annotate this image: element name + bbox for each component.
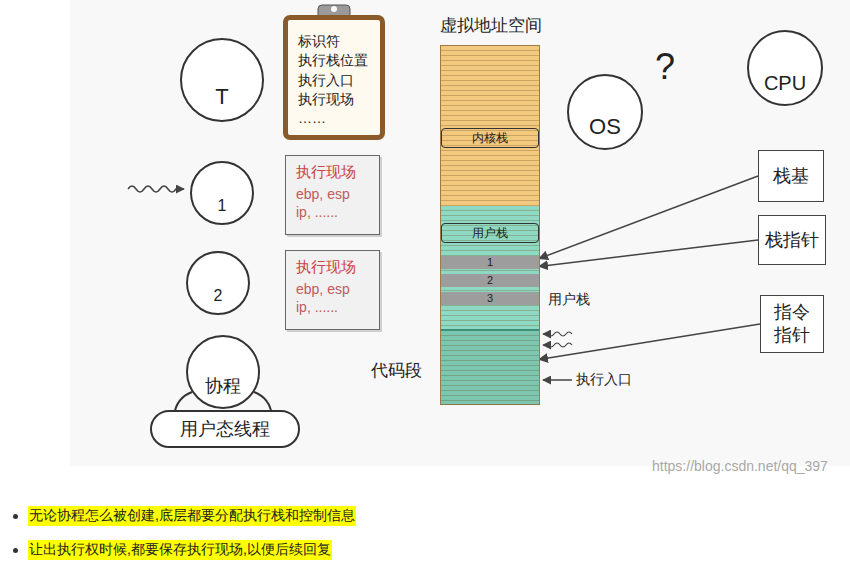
question-mark: ? bbox=[655, 46, 675, 88]
node-text: 栈基 bbox=[773, 164, 809, 188]
list-item: 执行现场 bbox=[298, 90, 354, 109]
node-text: 内核栈 bbox=[472, 130, 508, 147]
node-text: OS bbox=[589, 114, 621, 140]
register-box: 栈基 bbox=[758, 150, 824, 202]
node-text: T bbox=[215, 84, 228, 110]
node-text: 1 bbox=[218, 197, 227, 215]
coroutine-face: 协程 bbox=[186, 335, 260, 409]
bullet-text: 无论协程怎么被创建,底层都要分配执行栈和控制信息 bbox=[28, 506, 356, 526]
bullet-dot bbox=[13, 548, 18, 553]
squiggle-arrow bbox=[543, 343, 572, 347]
list-item: 标识符 bbox=[298, 32, 340, 51]
user-stack: 用户栈 bbox=[441, 223, 539, 243]
stack-frame: 1 bbox=[441, 256, 539, 269]
leader-label: 执行入口 bbox=[576, 371, 632, 389]
node-text: ebp, esp ip, ...... bbox=[296, 185, 366, 221]
region-label: 用户栈 bbox=[548, 291, 590, 309]
clipboard-hole bbox=[331, 6, 337, 12]
context-note: 执行现场 ebp, esp ip, ...... bbox=[285, 250, 380, 330]
node-text: 用户态线程 bbox=[180, 417, 270, 441]
wavy-arrow bbox=[128, 186, 184, 192]
stack-frame: 2 bbox=[441, 274, 539, 287]
node-text: 用户栈 bbox=[472, 225, 508, 242]
node-text: 栈指针 bbox=[765, 228, 819, 252]
node-text: CPU bbox=[764, 72, 806, 95]
code-segment: 代码段 bbox=[441, 329, 539, 405]
pointer-arrow bbox=[539, 240, 758, 266]
node-text: 1 bbox=[487, 256, 493, 269]
node-text: 协程 bbox=[205, 374, 241, 398]
bullet-dot bbox=[13, 514, 18, 519]
node-text: 2 bbox=[487, 274, 493, 287]
register-box: 栈指针 bbox=[758, 215, 826, 265]
image-ground bbox=[70, 0, 850, 466]
node-text: 虚拟地址空间 bbox=[431, 14, 551, 37]
node-text: 执行现场 bbox=[296, 258, 356, 277]
kernel-stack: 内核栈 bbox=[441, 128, 539, 148]
clipboard: 标识符执行栈位置执行入口执行现场…… bbox=[283, 15, 385, 140]
bullet-text: 让出执行权时候,都要保存执行现场,以便后续回复 bbox=[28, 540, 332, 560]
coroutine-face: 1 bbox=[190, 161, 254, 225]
node-text: 2 bbox=[214, 287, 223, 305]
list-item: …… bbox=[298, 109, 326, 128]
node-text: 指令 指针 bbox=[771, 301, 812, 348]
pointer-arrow bbox=[539, 324, 760, 359]
node-text: ebp, esp ip, ...... bbox=[296, 280, 366, 316]
user-thread-box: 用户态线程 bbox=[150, 410, 300, 448]
context-note: 执行现场 ebp, esp ip, ...... bbox=[285, 155, 380, 235]
address-space-column: 虚拟地址空间内核栈用户栈123代码段 bbox=[440, 45, 540, 405]
register-box: 指令 指针 bbox=[760, 295, 824, 353]
squiggle-arrow bbox=[543, 332, 572, 336]
watermark: https://blog.csdn.net/qq_397 bbox=[652, 458, 828, 474]
node-text: 代码段 bbox=[371, 359, 422, 382]
leader-arrow bbox=[543, 379, 572, 381]
node-text: 执行现场 bbox=[296, 163, 356, 182]
list-item: 执行栈位置 bbox=[298, 51, 368, 70]
node-text: 3 bbox=[487, 292, 493, 305]
cpu-face: CPU bbox=[747, 30, 823, 106]
pointer-arrow bbox=[539, 176, 758, 259]
coroutine-face: 2 bbox=[186, 251, 250, 315]
os-face: OS bbox=[567, 74, 643, 150]
list-item: 执行入口 bbox=[298, 71, 354, 90]
thread-face: T bbox=[180, 38, 264, 122]
stack-frame: 3 bbox=[441, 292, 539, 305]
